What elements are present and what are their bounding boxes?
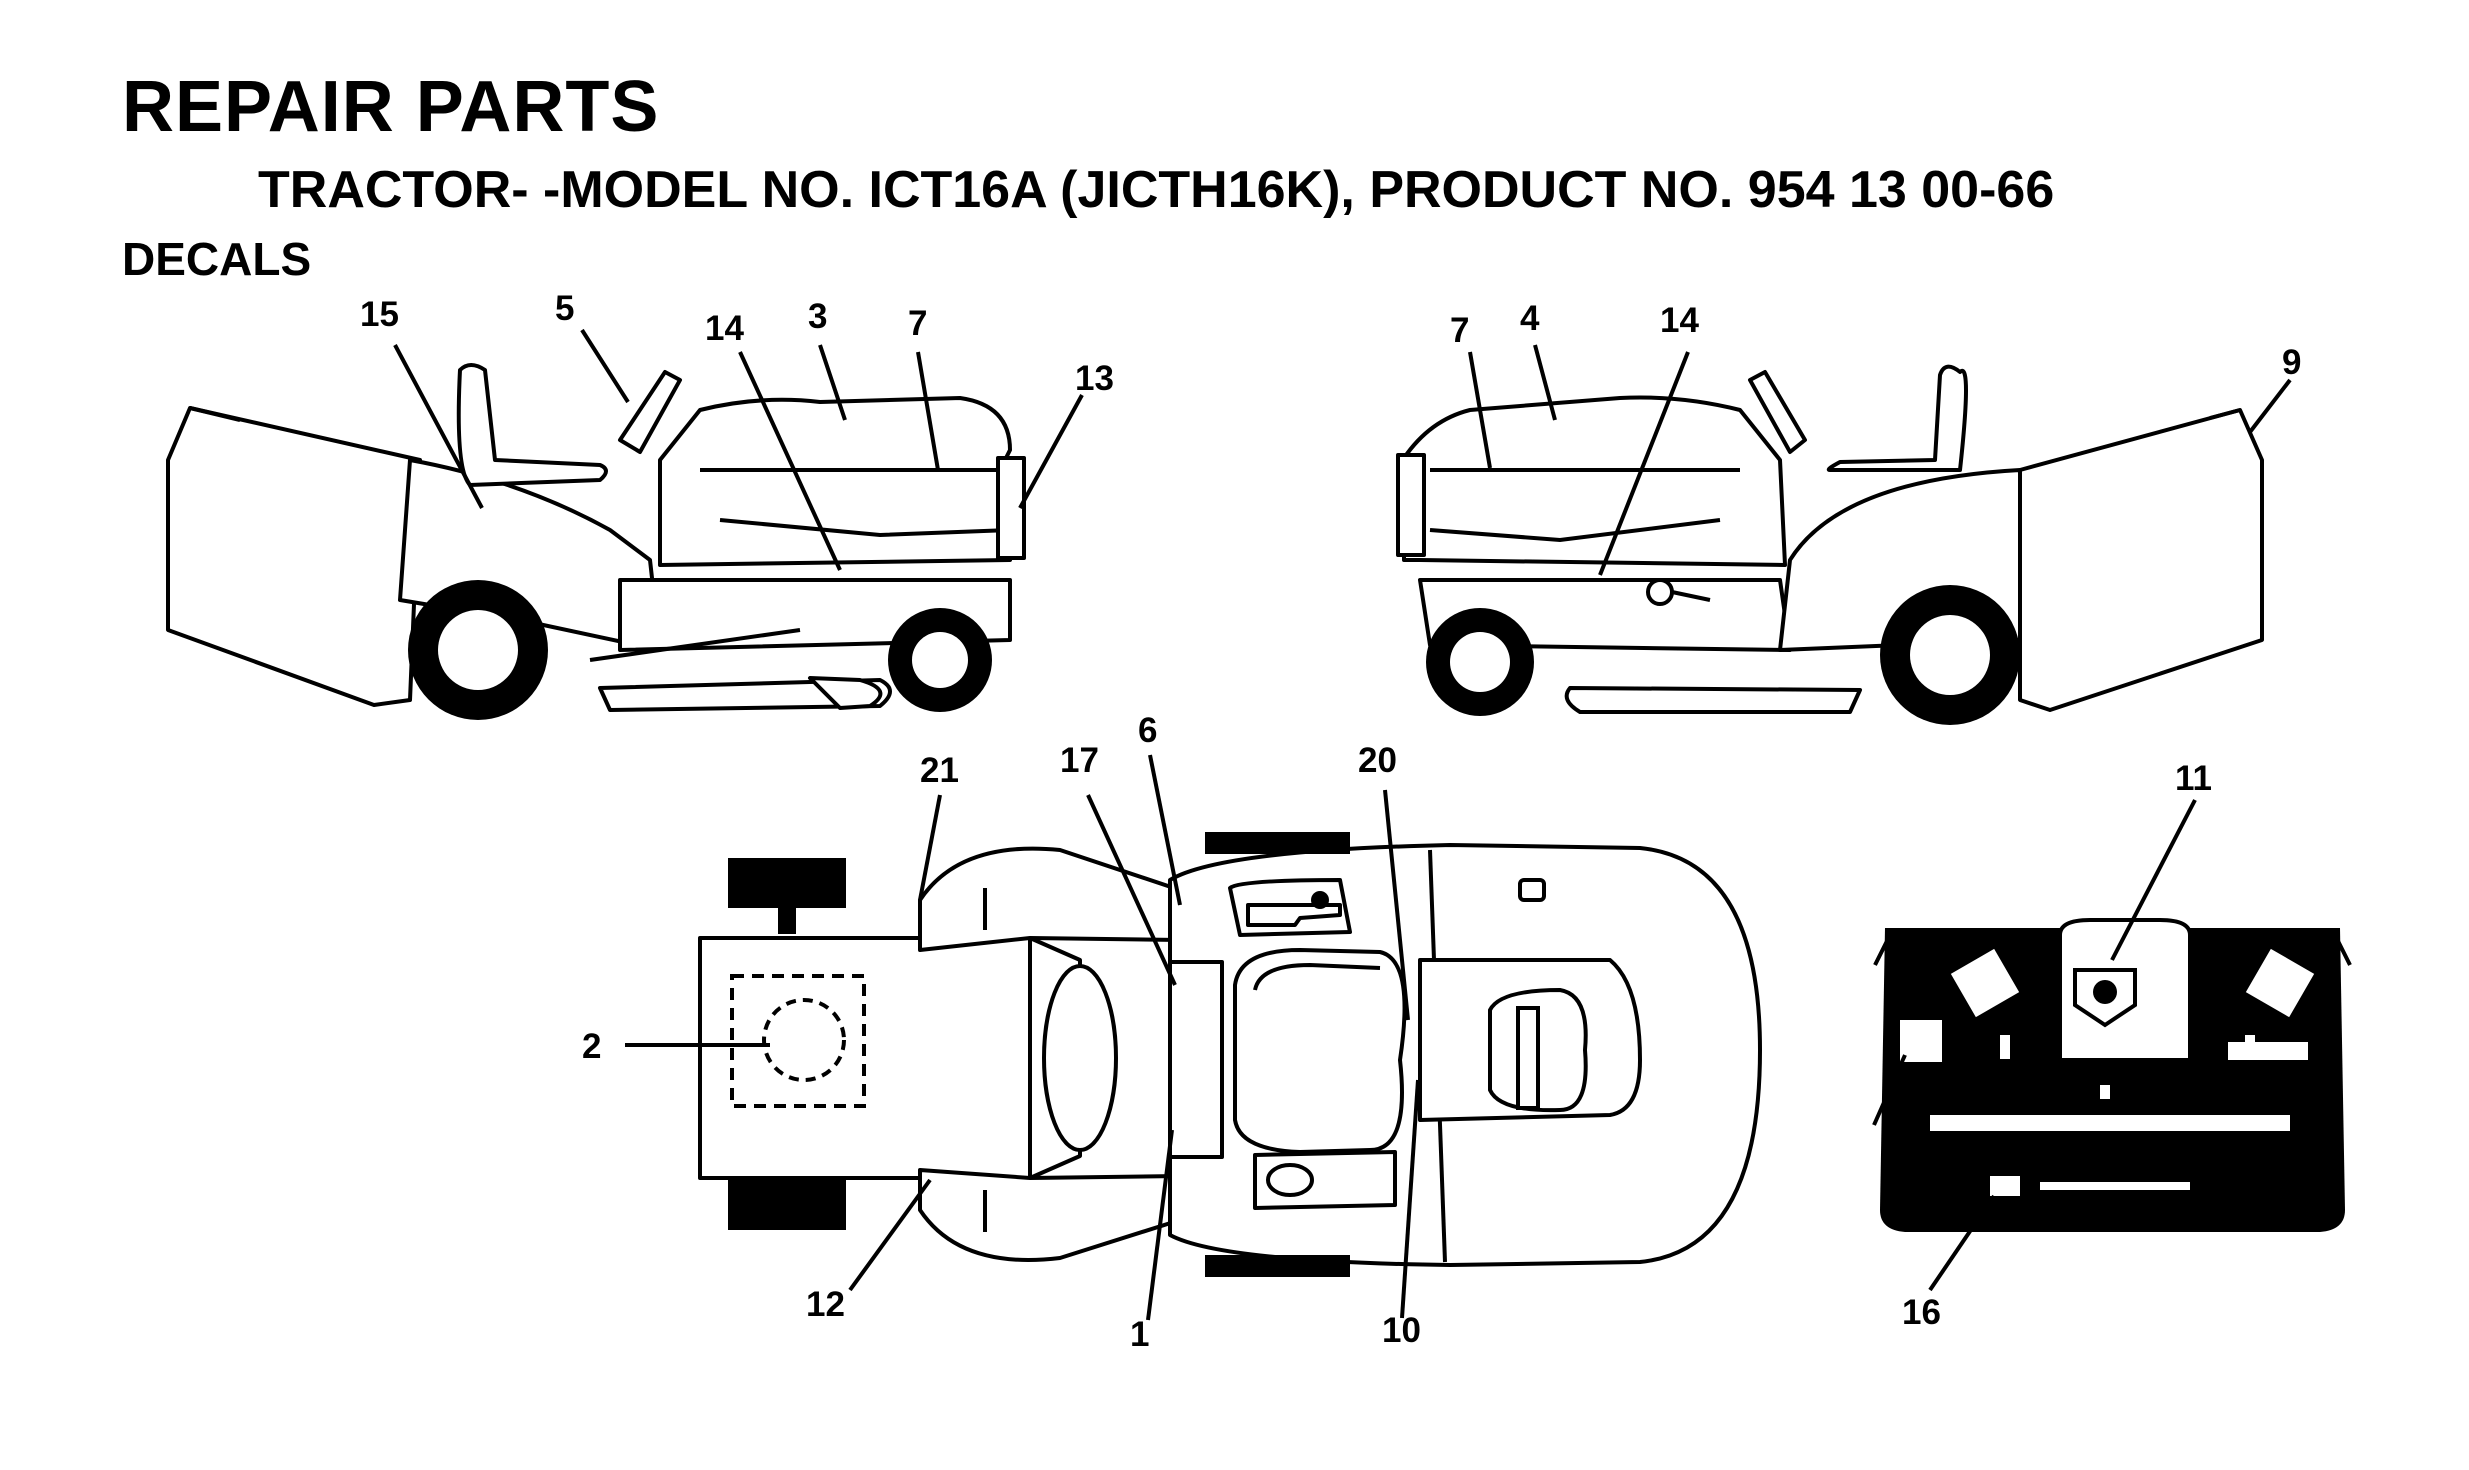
callout-labels: 15 5 14 3 7 13 7 4 14 9 21 17 6 20 2 12 …: [360, 289, 2301, 1354]
callout-13: 13: [1075, 359, 1114, 398]
callout-7-right: 7: [1450, 311, 1469, 350]
callout-10: 10: [1382, 1311, 1421, 1350]
callout-9: 9: [2282, 343, 2301, 382]
callout-3: 3: [808, 297, 827, 336]
tractor-left-side-view: [166, 363, 1026, 720]
callout-12: 12: [806, 1285, 845, 1324]
callout-16: 16: [1902, 1293, 1941, 1332]
callout-15: 15: [360, 295, 399, 334]
callout-7-left: 7: [908, 304, 927, 343]
callout-2: 2: [582, 1027, 601, 1066]
callout-20: 20: [1358, 741, 1397, 780]
callout-14-right: 14: [1660, 301, 1699, 340]
callout-5: 5: [555, 289, 574, 328]
section-heading: DECALS: [122, 233, 312, 285]
callout-4: 4: [1520, 299, 1540, 338]
leader-lines: [393, 328, 2292, 1321]
page-title: REPAIR PARTS: [122, 67, 660, 147]
model-subtitle: TRACTOR- -MODEL NO. ICT16A (JICTH16K), P…: [258, 161, 2055, 219]
tractor-right-side-view: [1396, 364, 2264, 725]
tractor-top-view: [698, 832, 1762, 1277]
tractor-rear-view: [1873, 918, 2352, 1232]
callout-6: 6: [1138, 711, 1157, 750]
callout-1: 1: [1130, 1315, 1149, 1354]
callout-21: 21: [920, 751, 959, 790]
callout-14-left: 14: [705, 309, 744, 348]
callout-17: 17: [1060, 741, 1099, 780]
callout-11: 11: [2175, 759, 2212, 798]
